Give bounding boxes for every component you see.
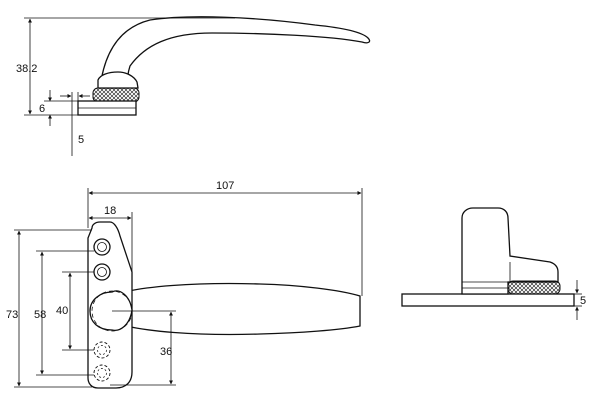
dim-label-end-5: 5 bbox=[580, 295, 586, 307]
screw-hole-2-inner bbox=[97, 267, 107, 277]
end-view-knob bbox=[461, 207, 559, 295]
dim-label-18: 18 bbox=[104, 205, 116, 217]
hidden-hole-1 bbox=[93, 341, 111, 359]
end-view-base-plate bbox=[401, 293, 575, 307]
hidden-hole-1-inner bbox=[97, 345, 107, 355]
dim-label-5: 5 bbox=[78, 134, 84, 146]
front-view-lever bbox=[111, 282, 361, 336]
side-view-knurl bbox=[92, 87, 140, 103]
hidden-hole-2 bbox=[93, 364, 111, 382]
side-view-lever bbox=[99, 16, 371, 89]
screw-hole-1-inner bbox=[97, 242, 107, 252]
side-view: 38.2 6 5 bbox=[16, 16, 371, 156]
dim-label-6: 6 bbox=[39, 103, 45, 115]
dim-label-36: 36 bbox=[160, 346, 172, 358]
end-view: 5 bbox=[401, 207, 586, 320]
dim-label-73: 73 bbox=[6, 309, 18, 321]
dim-label-107: 107 bbox=[216, 180, 234, 192]
dim-label-40: 40 bbox=[56, 305, 68, 317]
front-view: 107 18 73 58 40 36 bbox=[6, 180, 363, 389]
screw-hole-1 bbox=[93, 238, 111, 256]
dim-label-38-2: 38.2 bbox=[16, 63, 37, 75]
dim-label-58: 58 bbox=[34, 309, 46, 321]
hidden-hole-2-inner bbox=[97, 368, 107, 378]
screw-hole-2 bbox=[93, 263, 111, 281]
side-view-knob bbox=[97, 71, 139, 89]
end-view-knurl bbox=[507, 280, 561, 295]
